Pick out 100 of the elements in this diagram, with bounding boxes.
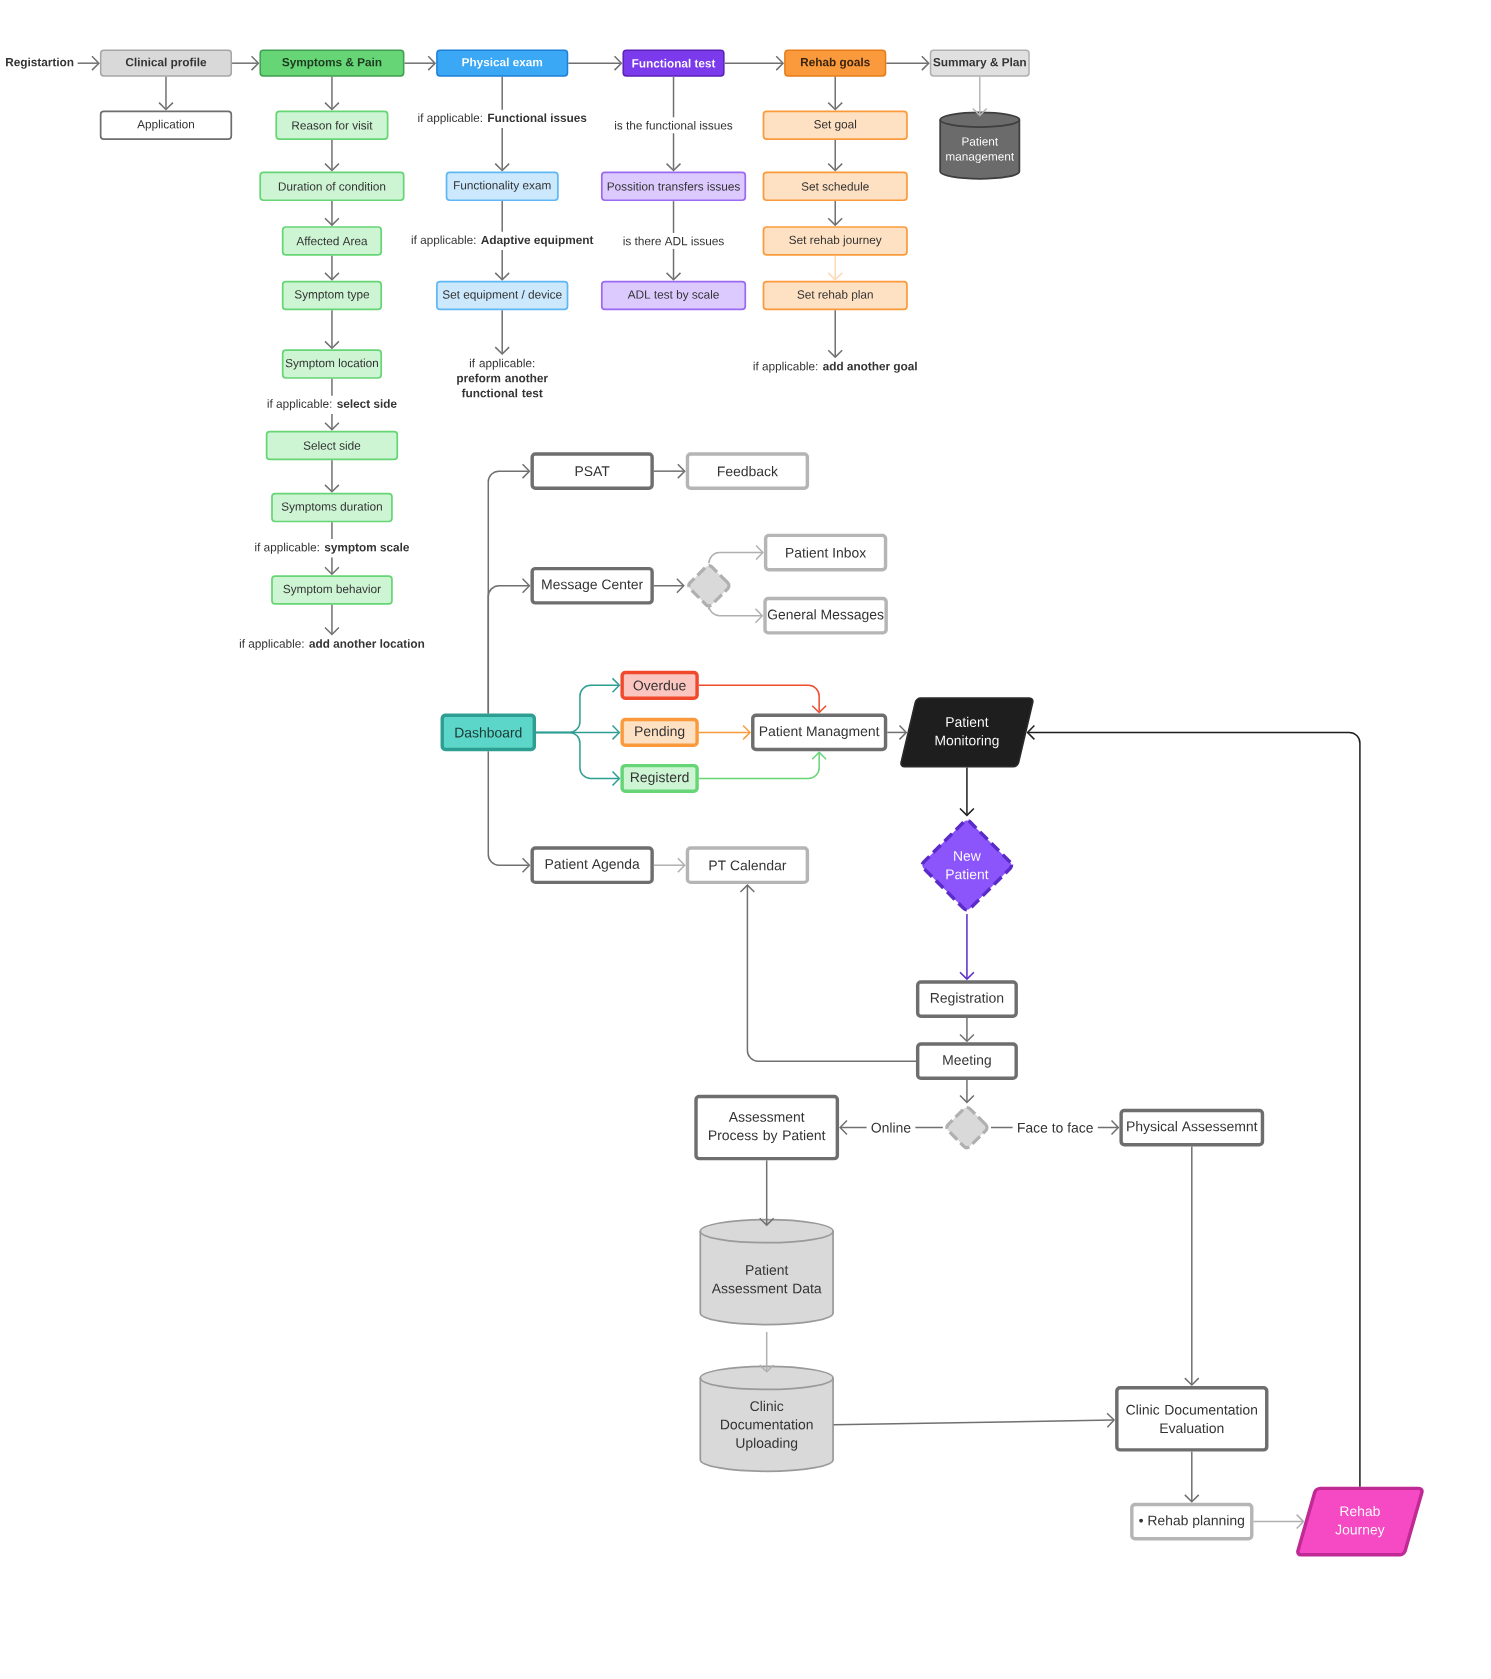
arrow [827, 139, 844, 172]
arrow [708, 604, 764, 624]
arrow [666, 248, 682, 281]
step-box: Symptom behavior [271, 575, 393, 605]
arrow [324, 604, 340, 636]
annotation-text: if applicable: preform another functional test [457, 358, 549, 398]
step-box: Set rehab plan [762, 280, 909, 311]
database-cylinder: Clinic Documentation Uploading [699, 1365, 835, 1473]
step-box: Set rehab journey [762, 226, 909, 256]
process-box: Registration [916, 980, 1019, 1018]
arrow [324, 200, 340, 227]
arrow [886, 724, 908, 741]
arrow [494, 309, 511, 356]
step-box: Set equipment / device [436, 280, 569, 311]
status-box: Overdue [620, 670, 700, 700]
arrow [231, 55, 260, 71]
connector-line [673, 76, 675, 119]
arrow [959, 766, 975, 817]
process-box: Meeting [916, 1042, 1019, 1080]
step-box: ADL test by scale [601, 280, 747, 311]
connector-line [331, 521, 333, 540]
process-box: PT Calendar [685, 846, 810, 885]
annotation-text: if applicable: symptom scale [255, 542, 410, 554]
header-box: Rehab goals [784, 49, 887, 77]
arrow [324, 76, 340, 111]
arrow [698, 684, 828, 714]
status-box: Registerd [620, 763, 700, 794]
arrow [567, 55, 623, 71]
step-box: Symptom type [282, 280, 383, 311]
step-box: Application [100, 110, 233, 141]
arrow [885, 55, 930, 71]
arrow [324, 459, 340, 493]
arrow [403, 55, 437, 71]
annotation-text: if applicable: select side [267, 399, 397, 411]
parallelogram-box: Rehab Journey [1296, 1486, 1424, 1557]
arrow [972, 76, 988, 117]
arrow [653, 857, 686, 873]
process-box: Patient Inbox [764, 533, 888, 572]
step-box: Set schedule [762, 171, 909, 202]
process-box: Assessment Process by Patient [694, 1094, 840, 1161]
arrow [158, 76, 174, 111]
arrow [739, 884, 917, 1062]
arrow [77, 55, 101, 71]
arrow [959, 1017, 975, 1043]
process-box: • Rehab planning [1130, 1502, 1254, 1541]
arrow [324, 413, 340, 431]
decision-diamond [687, 564, 731, 608]
process-box: Patient Agenda [530, 846, 655, 885]
arrow [324, 309, 340, 350]
arrow [324, 254, 340, 281]
arrow [487, 578, 531, 715]
arrow [827, 76, 844, 111]
header-box: Summary & Plan [930, 49, 1030, 77]
arrow [494, 127, 511, 172]
step-box: Functionality exam [445, 171, 559, 202]
step-box: Reason for visit [275, 110, 389, 141]
process-box: Feedback [685, 452, 810, 490]
process-box: Dashboard [440, 713, 537, 752]
database-cylinder: Patient Assessment Data [699, 1218, 835, 1326]
process-box: PSAT [530, 452, 655, 490]
arrow [1026, 724, 1361, 1488]
decision-diamond [945, 1105, 989, 1150]
arrow [1252, 1513, 1305, 1530]
annotation-text: if applicable: Adaptive equipment [412, 235, 594, 247]
connector-line [673, 200, 675, 234]
step-box: Select side [266, 430, 399, 461]
connector-line [501, 76, 504, 111]
process-box: Clinic Documentation Evaluation [1115, 1386, 1269, 1452]
arrow [666, 132, 682, 172]
database-cylinder: Patient management [939, 111, 1021, 180]
step-box: Set goal [762, 110, 909, 141]
connector-line [331, 378, 333, 397]
start-label: Registartion [6, 57, 74, 69]
arrow [324, 556, 340, 576]
header-box: Clinical profile [100, 49, 233, 77]
arrow [324, 139, 340, 172]
arrow [698, 751, 828, 780]
step-box: Duration of condition [259, 171, 405, 202]
header-box: Symptoms & Pain [259, 49, 405, 77]
annotation-text: if applicable: add another goal [753, 361, 917, 373]
annotation-text: if applicable: add another location [240, 639, 425, 651]
arrow [759, 1159, 775, 1227]
parallelogram-box: Patient Monitoring [900, 697, 1034, 768]
arrow [959, 913, 975, 981]
arrow [759, 1331, 775, 1373]
connector-line [501, 200, 504, 233]
arrow [494, 249, 511, 281]
arrow [535, 731, 621, 787]
arrow [1184, 1145, 1200, 1387]
arrow [653, 463, 686, 479]
process-box: Message Center [530, 566, 655, 605]
process-box: Physical Assessemnt [1119, 1108, 1265, 1147]
status-box: Pending [620, 717, 700, 747]
arrow [959, 1079, 975, 1104]
arrow [487, 750, 531, 873]
arrow [708, 544, 765, 564]
arrow [724, 55, 785, 71]
edge-label: Online [866, 1118, 916, 1137]
step-box: Possition transfers issues [601, 171, 747, 202]
step-box: Symptoms duration [271, 492, 393, 523]
